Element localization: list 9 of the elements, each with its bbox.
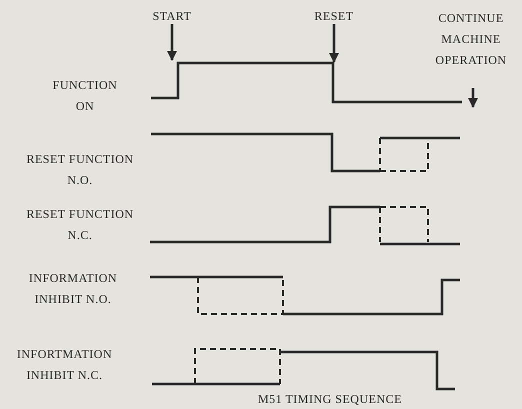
event-label: START: [152, 8, 192, 25]
caption: M51 TIMING SEQUENCE: [257, 391, 403, 408]
signal-label: RESET FUNCTION N.C.: [25, 206, 135, 244]
signal-label: INFORTMATION INHIBIT N.C.: [16, 346, 114, 384]
signal-label: INFORMATION INHIBIT N.O.: [28, 270, 118, 308]
event-label: RESET: [313, 8, 355, 25]
signal-label: FUNCTION ON: [52, 77, 118, 115]
signal-label: RESET FUNCTION N.O.: [25, 151, 135, 189]
event-label: CONTINUE MACHINE OPERATION: [434, 10, 508, 69]
